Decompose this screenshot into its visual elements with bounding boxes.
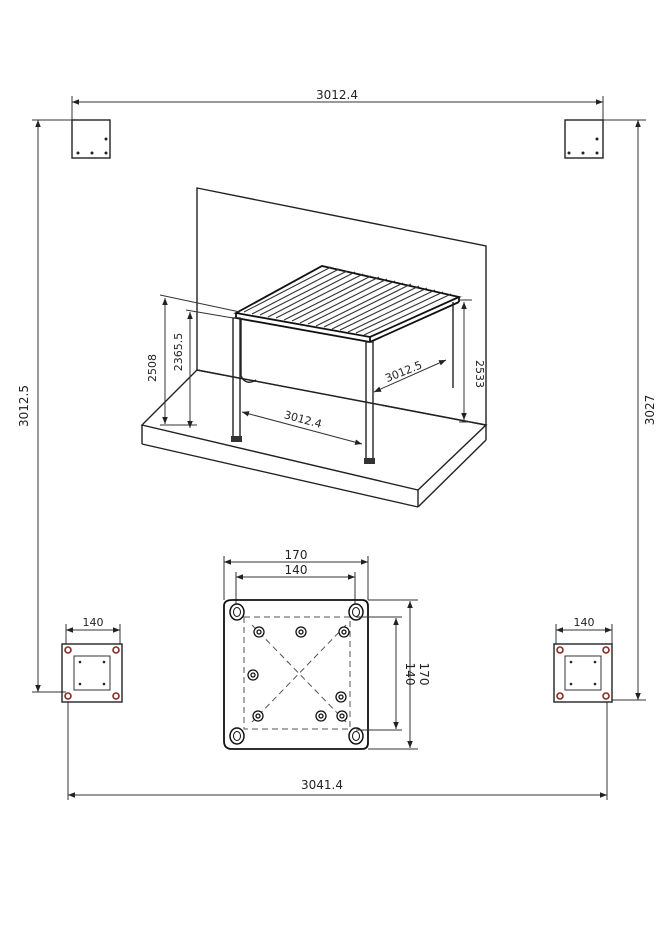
back-height-label: 2533 [473,360,486,388]
post-height-label: 2365.5 [172,333,185,372]
plan-right-depth-label: 3027 [643,395,657,426]
plan-top-width-label: 3012.4 [316,88,358,102]
plan-left-dimension: 3012.5 [17,119,72,693]
side-depth-label: 3012.5 [383,359,424,385]
plan-bottom-width-label: 3041.4 [301,778,343,792]
plate-outer-width-label: 170 [285,548,308,562]
corner-plate-left-width-label: 140 [83,616,104,629]
front-width-label: 3012.4 [283,408,324,431]
plate-corner-slots [229,603,364,745]
plate-outer-height-label: 170 [417,663,431,686]
plate-bolt-holes [247,626,350,722]
plan-left-depth-label: 3012.5 [17,385,31,427]
plan-right-dimension: 3027 [603,119,657,701]
plan-bottom-dimension: 3041.4 [67,702,608,800]
plan-top-dimension: 3012.4 [71,88,604,120]
corner-plate-top-right [564,119,604,159]
corner-plate-right-width-label: 140 [574,616,595,629]
corner-plate-bottom-right: 140 [553,616,613,703]
plate-inner-height-label: 140 [403,663,417,686]
pergola-isometric-view: 2508 2365.5 3012.4 3012.5 2533 [140,187,488,508]
wall-height-label: 2508 [146,354,159,382]
roof-louvres [243,266,452,336]
plate-inner-width-label: 140 [285,563,308,577]
base-plate-detail: 170 140 [223,548,431,750]
corner-plate-bottom-left: 140 [61,616,123,703]
corner-plate-top-left [71,119,111,159]
